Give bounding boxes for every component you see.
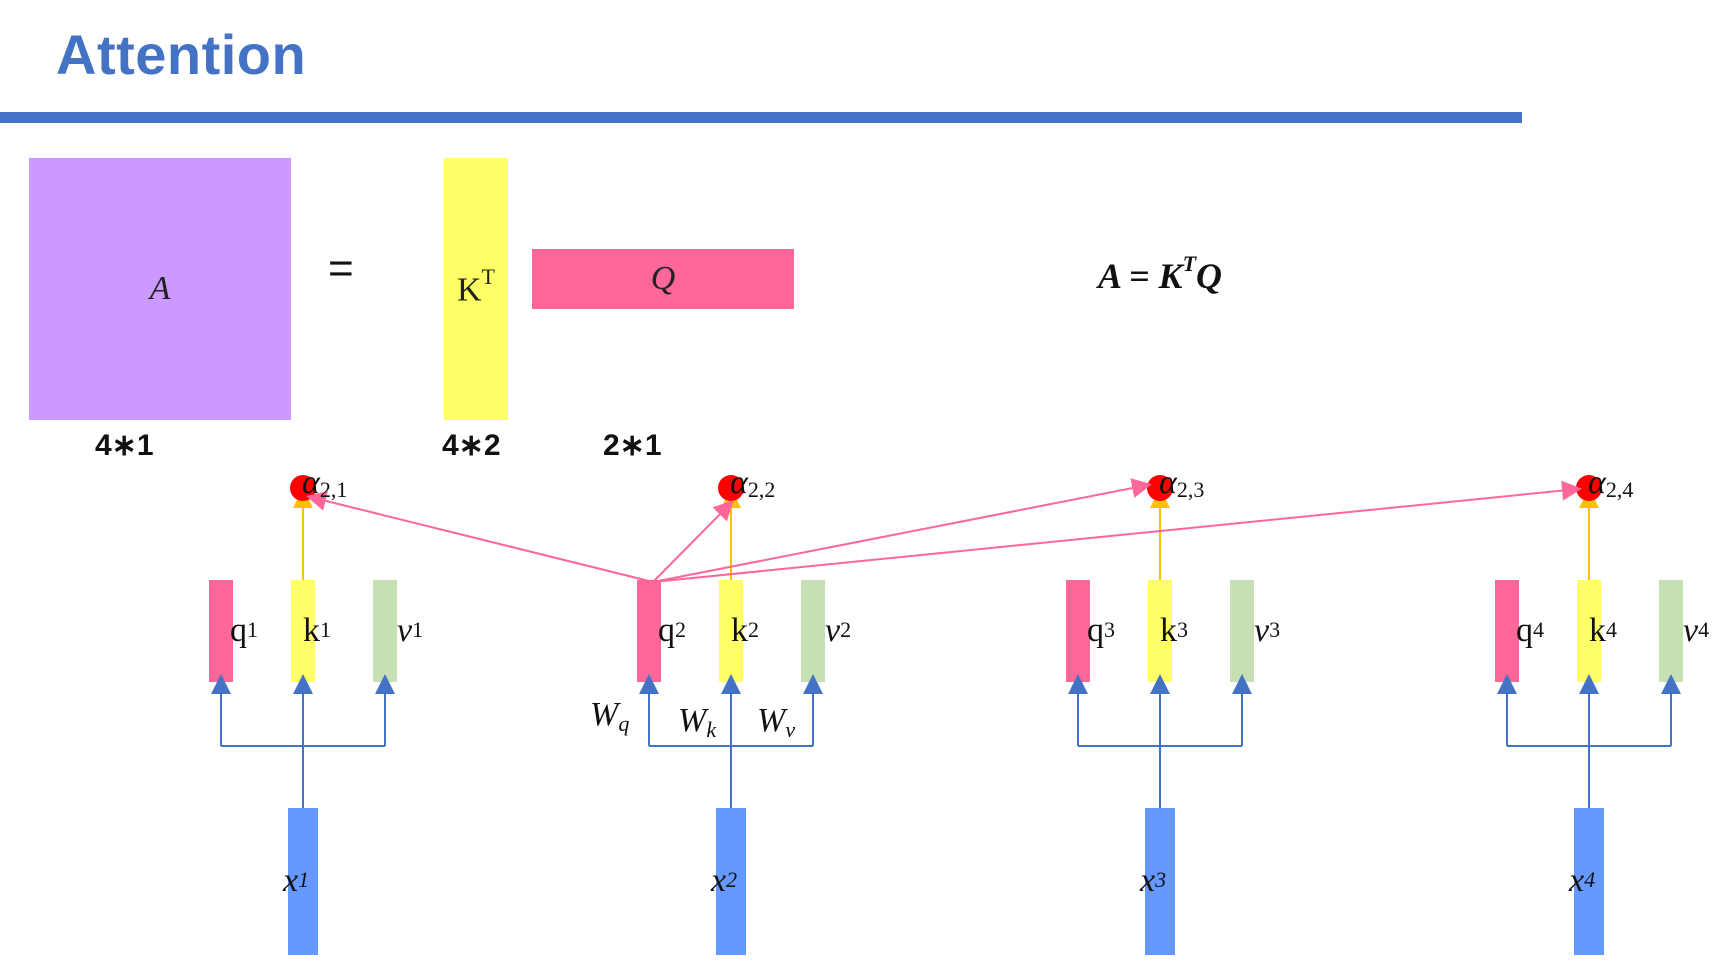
k-label-3: k3 [1160, 612, 1188, 649]
x-vector-1 [288, 808, 318, 955]
a-matrix: A [29, 158, 291, 420]
q-matrix-label: Q [650, 260, 676, 297]
v-label-1: v1 [397, 612, 424, 649]
alpha-label-4: α2,4 [1588, 464, 1634, 502]
v-label-2: v2 [825, 612, 852, 649]
k-label-4: k4 [1589, 612, 1617, 649]
attention-arrow-2-2 [652, 500, 734, 583]
alpha-label-2: α2,2 [730, 464, 776, 502]
q-vector-2 [637, 580, 661, 682]
q-dimension: 2∗1 [603, 429, 662, 462]
k-vector-3 [1148, 580, 1172, 682]
attention-formula: A = KTQ [1098, 251, 1223, 296]
x-vector-3 [1145, 808, 1175, 955]
title-underline [0, 112, 1522, 123]
alpha-label-1: α2,1 [302, 464, 348, 502]
alpha-label-3: α2,3 [1159, 464, 1205, 502]
kt-dimension: 4∗2 [442, 429, 501, 462]
wv-label: Wv [757, 702, 796, 742]
alpha-dot-4 [1576, 475, 1602, 501]
attention-arrow-2-3 [652, 478, 1152, 583]
page-title: Attention [56, 23, 307, 86]
q-vector-4 [1495, 580, 1519, 682]
q-label-1: q1 [230, 612, 258, 649]
x-vector-4 [1574, 808, 1604, 955]
equals-sign: = [328, 244, 354, 293]
wk-label: Wk [678, 702, 717, 742]
q-label-3: q3 [1087, 612, 1115, 649]
v-vector-2 [801, 580, 825, 682]
k-label-2: k2 [731, 612, 759, 649]
v-label-4: v4 [1683, 612, 1710, 649]
kt-matrix-label: KT [456, 264, 495, 309]
alpha-dot-3 [1147, 475, 1173, 501]
attention-arrows [306, 478, 1582, 583]
q-vector-1 [209, 580, 233, 682]
x-label-3: x3 [1140, 862, 1167, 899]
k-label-1: k1 [303, 612, 331, 649]
q-matrix: Q [532, 249, 794, 309]
k-vector-2 [719, 580, 743, 682]
a-dimension: 4∗1 [95, 429, 154, 462]
a-matrix-label: A [149, 270, 171, 307]
q-label-4: q4 [1516, 612, 1544, 649]
x-label-2: x2 [711, 862, 738, 899]
v-vector-4 [1659, 580, 1683, 682]
attention-arrow-2-1 [306, 491, 654, 583]
v-vector-1 [373, 580, 397, 682]
x-label-4: x4 [1569, 862, 1596, 899]
x-label-1: x1 [283, 862, 310, 899]
q-vector-3 [1066, 580, 1090, 682]
k-vector-4 [1577, 580, 1601, 682]
alpha-dot-2 [718, 475, 744, 501]
wq-label: Wq [590, 696, 630, 736]
attention-arrow-2-4 [652, 480, 1582, 583]
kt-matrix: KT [444, 158, 508, 420]
x-vector-2 [716, 808, 746, 955]
k-vector-1 [291, 580, 315, 682]
v-vector-3 [1230, 580, 1254, 682]
q-label-2: q2 [658, 612, 686, 649]
v-label-3: v3 [1254, 612, 1281, 649]
